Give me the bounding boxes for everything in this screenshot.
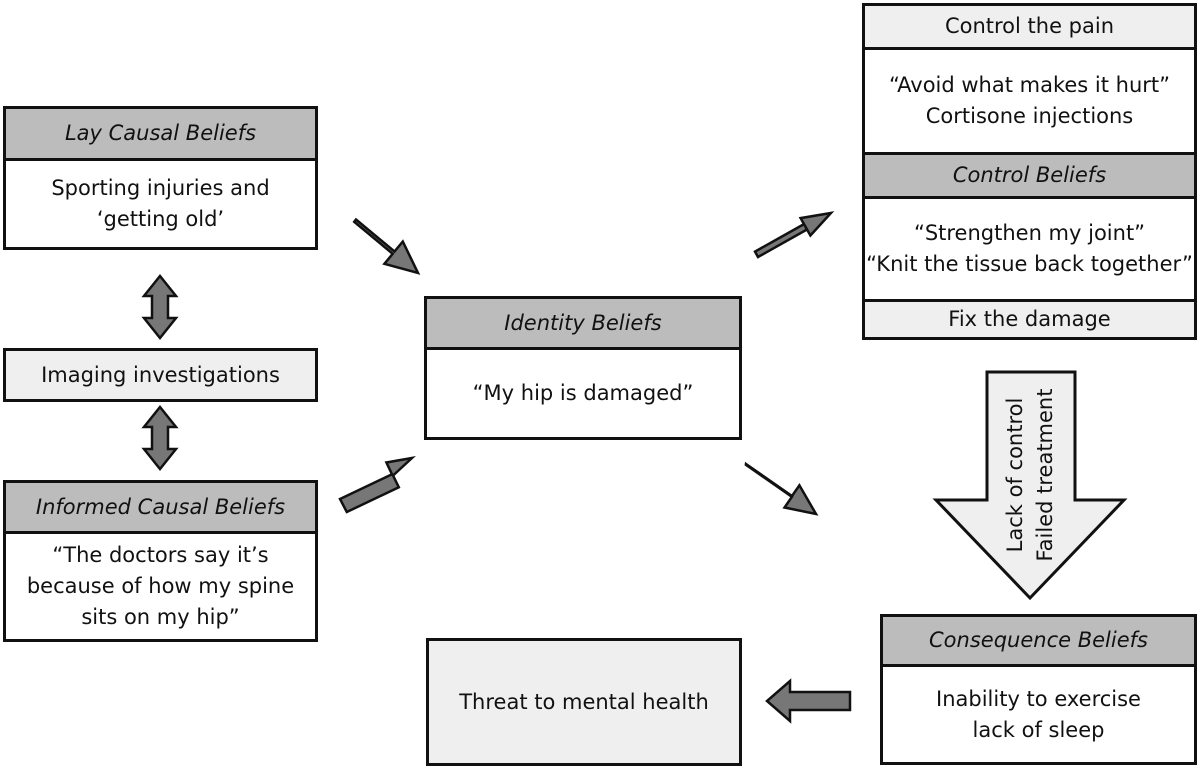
- control-top-line-1: “Avoid what makes it hurt”: [888, 73, 1171, 97]
- fix-the-damage-content: “Strengthen my joint” “Knit the tissue b…: [865, 199, 1194, 299]
- lay-causal-beliefs-header: Lay Causal Beliefs: [6, 109, 315, 161]
- identity-beliefs-header: Identity Beliefs: [427, 299, 739, 350]
- informed-causal-beliefs-box: Informed Causal Beliefs “The doctors say…: [3, 480, 318, 642]
- identity-line-1: “My hip is damaged”: [472, 381, 694, 405]
- lay-causal-beliefs-content: Sporting injuries and ‘getting old’: [6, 161, 315, 247]
- control-bottom-line-1: “Strengthen my joint”: [913, 221, 1146, 245]
- control-beliefs-header: Control Beliefs: [865, 152, 1194, 199]
- arrow-informed-to-identity: [338, 456, 416, 514]
- control-beliefs-box: Control the pain “Avoid what makes it hu…: [862, 3, 1197, 340]
- big-arrow-line-2: Failed treatment: [1033, 388, 1057, 562]
- lay-causal-beliefs-box: Lay Causal Beliefs Sporting injuries and…: [3, 106, 318, 250]
- threat-to-mental-health-box: Threat to mental health: [426, 638, 742, 766]
- identity-beliefs-content: “My hip is damaged”: [427, 350, 739, 437]
- control-the-pain-label: Control the pain: [865, 6, 1194, 50]
- arrow-identity-to-consequence: [744, 461, 819, 516]
- informed-causal-beliefs-header: Informed Causal Beliefs: [6, 483, 315, 534]
- informed-causal-line-3: sits on my hip”: [81, 605, 240, 629]
- informed-causal-line-2: because of how my spine: [26, 574, 295, 598]
- arrow-lay-imaging-bidirectional: [141, 273, 179, 341]
- lay-causal-line-2: ‘getting old’: [96, 207, 225, 231]
- big-arrow-line-1: Lack of control: [1003, 397, 1027, 553]
- consequence-line-1: Inability to exercise: [936, 686, 1141, 711]
- lay-causal-line-1: Sporting injuries and: [51, 176, 270, 200]
- arrow-consequence-to-threat: [765, 678, 852, 724]
- consequence-beliefs-content: Inability to exercise lack of sleep: [883, 667, 1194, 762]
- arrow-imaging-informed-bidirectional: [141, 404, 179, 472]
- consequence-beliefs-box: Consequence Beliefs Inability to exercis…: [880, 614, 1197, 765]
- informed-causal-line-1: “The doctors say it’s: [52, 543, 269, 567]
- control-bottom-line-2: “Knit the tissue back together”: [866, 252, 1193, 276]
- identity-beliefs-box: Identity Beliefs “My hip is damaged”: [424, 296, 742, 440]
- arrow-identity-to-control: [753, 211, 835, 259]
- consequence-line-2: lack of sleep: [972, 717, 1105, 742]
- arrow-lay-to-identity: [352, 217, 421, 275]
- fix-the-damage-label: Fix the damage: [865, 299, 1194, 337]
- imaging-investigations-box: Imaging investigations: [3, 348, 318, 402]
- consequence-beliefs-header: Consequence Beliefs: [883, 617, 1194, 667]
- control-top-line-2: Cortisone injections: [925, 104, 1134, 128]
- informed-causal-beliefs-content: “The doctors say it’s because of how my …: [6, 534, 315, 639]
- control-the-pain-content: “Avoid what makes it hurt” Cortisone inj…: [865, 50, 1194, 152]
